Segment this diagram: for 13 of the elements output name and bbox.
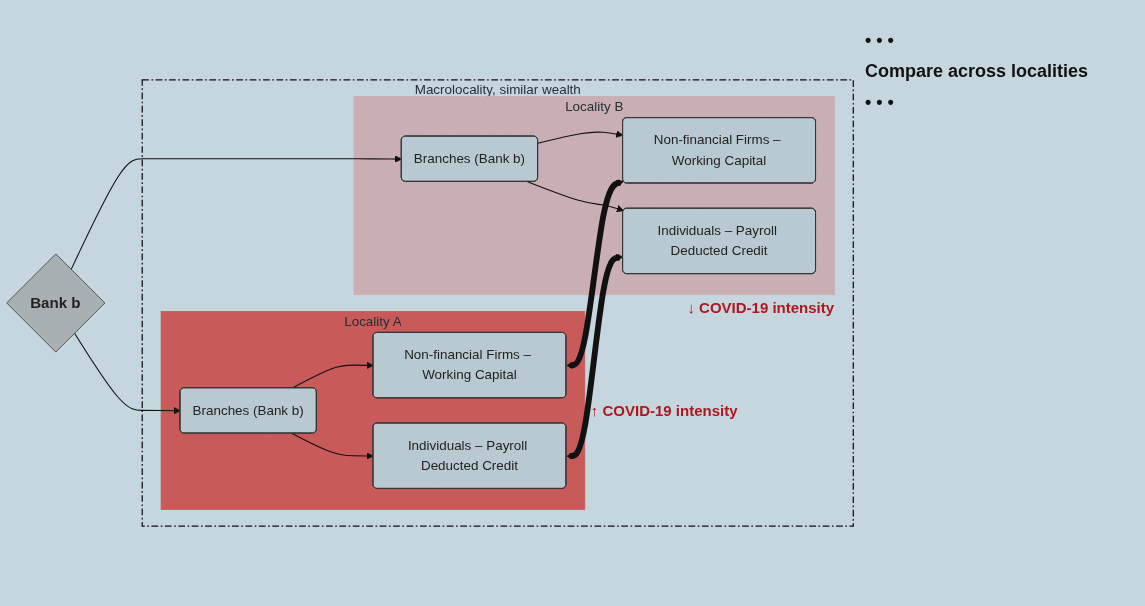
arrow xyxy=(566,254,624,460)
note-text: Compare across localities xyxy=(865,61,1090,82)
arrow xyxy=(73,332,181,415)
arrow xyxy=(566,179,624,370)
note-text: • • • xyxy=(865,92,895,113)
side-note: ↓ COVID-19 intensity xyxy=(687,298,835,316)
arrow xyxy=(527,181,624,213)
note-text: • • • xyxy=(865,30,895,51)
arrow xyxy=(291,432,374,460)
side-note: ↑ COVID-19 intensity xyxy=(590,401,738,419)
arrow xyxy=(70,155,403,271)
arrow xyxy=(537,130,624,144)
node-diamond: Bank b xyxy=(6,253,106,353)
